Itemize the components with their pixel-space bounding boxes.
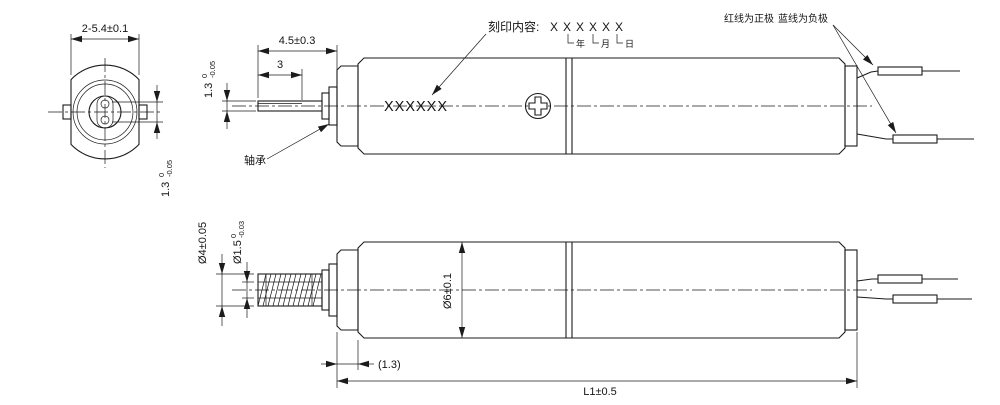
wire-red [856,274,958,284]
dim-text-tol-up: 0 [200,74,209,78]
bearing-label: 轴承 [244,153,266,167]
leader-line [266,123,330,160]
wire-blue [856,294,972,304]
dim-text-knurl-od: Ø4±0.05 [197,222,209,264]
dim-text-tol-dn: -0.05 [165,160,174,177]
wire-insulation [892,294,938,304]
motor-can-outline [70,64,140,160]
wire-lead [856,296,893,300]
dim-text-tol-dn: -0.03 [237,221,246,238]
motor-body [357,57,846,155]
side-dim-shaft-flat: 1.3 0 -0.05 [200,61,256,129]
dim-text-group: 1.3 0 -0.05 [200,61,217,98]
wire-red [856,66,960,79]
phillips-cross-icon [528,96,548,116]
inner-ring-outer [72,79,138,145]
dim-text-flats: 2-5.4±0.1 [82,23,128,35]
dim-text-value: Ø1.5 [232,240,244,264]
polarity-red-label: 红线为正极 [724,12,774,25]
front-dim-flats: 2-5.4±0.1 [70,23,140,75]
dim-text-overall-length: L1±0.5 [583,386,617,398]
shaft-slot-outline [96,95,114,129]
dim-text-group: Ø4±0.05 [197,222,209,264]
wire-blue [856,133,974,144]
wire-lead [856,133,893,140]
side-dim-shaft-length: 4.5±0.3 [257,35,338,98]
dim-text-shaft-length: 4.5±0.3 [279,35,316,47]
marking-pattern: XXXXXX [550,20,628,34]
bottom-dim-overall-length: L1±0.5 [337,332,858,398]
bearing-callout: 轴承 [244,123,330,167]
wire-lead [856,278,878,282]
side-dim-flat-length: 3 [258,59,303,100]
marking-callout: 刻印内容: XXXXXX 年 月 日 [431,19,634,96]
side-view: XXXXXX [232,57,974,155]
polarity-blue-label: 蓝线为负极 [778,12,828,25]
slot-hole-top [100,99,110,109]
polarity-note: 红线为正极 蓝线为负极 [724,12,897,134]
front-view [48,58,162,168]
leader-line-blue [832,24,897,134]
leader-line-red [832,24,874,66]
dim-text-value: 1.3 [203,83,215,98]
body-marking-text: XXXXXX [384,99,448,115]
bracket-day [616,34,623,44]
can-tab-left [62,104,72,120]
label-month: 月 [601,39,610,49]
wire-lead [856,70,879,79]
bracket-year [567,34,574,44]
inner-ring-inner [76,83,134,141]
dim-text-group: 1.3 0 -0.05 [157,160,174,197]
slot-hole-bottom [100,115,110,125]
label-year: 年 [576,38,585,49]
bottom-dim-front-cap: (1.3) [321,332,401,388]
bracket-month [592,34,599,44]
wire-insulation [877,274,923,284]
screw-head-circle [524,92,552,120]
wire-insulation [892,134,938,144]
front-dim-flat-width: 1.3 0 -0.05 [112,85,174,197]
dim-text-tol-up: 0 [229,234,238,238]
leader-line [431,33,487,96]
can-tab-right [138,104,148,120]
dim-text-group: Ø1.5 0 -0.03 [229,221,246,264]
dim-text-tol-up: 0 [157,173,166,177]
dim-text-body-dia: Ø6±0.1 [442,273,454,309]
bottom-view [232,241,972,339]
dim-text-tol-dn: -0.05 [208,61,217,78]
label-day: 日 [625,39,634,49]
dim-text-front-cap: (1.3) [378,359,401,371]
motor-body [357,241,846,339]
bottom-dim-body-dia: Ø6±0.1 [442,242,466,338]
bottom-dim-shaft-dia: Ø1.5 0 -0.03 [229,221,254,318]
marking-label: 刻印内容: [488,19,539,34]
dim-text-value: 1.3 [160,182,172,197]
wire-insulation [877,66,923,76]
dim-text-group: Ø6±0.1 [442,273,454,309]
dim-text-flat-length: 3 [277,59,283,71]
